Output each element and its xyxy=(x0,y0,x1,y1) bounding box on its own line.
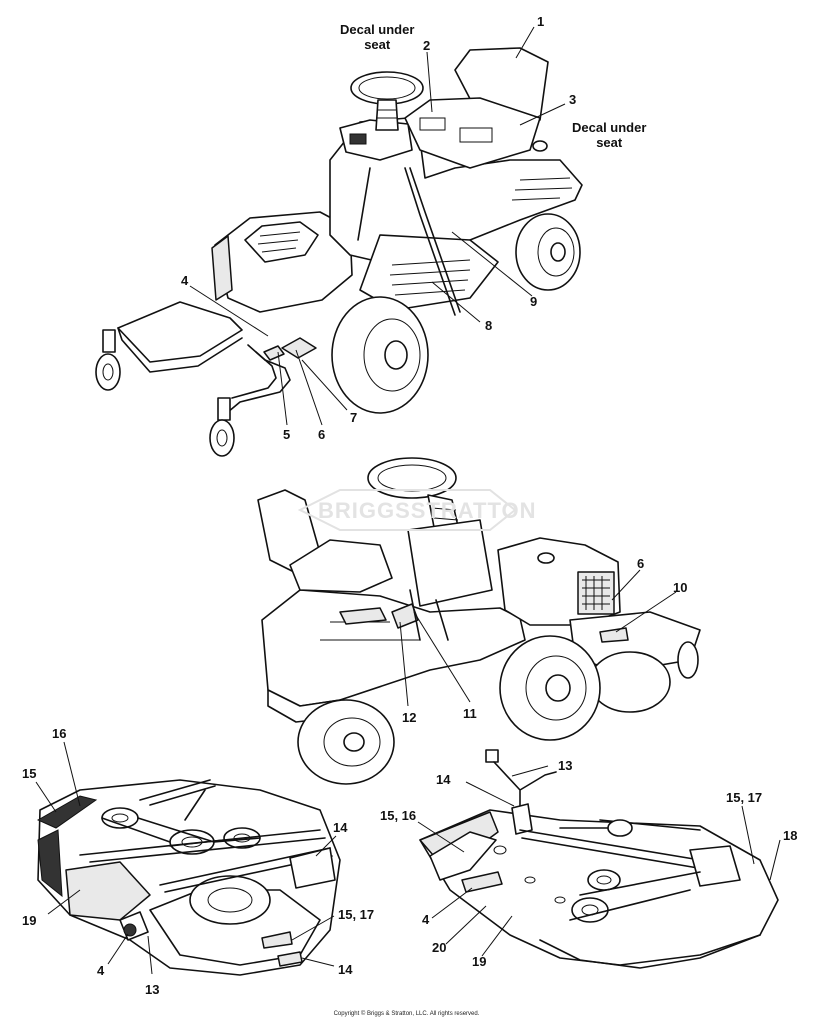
rear-wheel-left xyxy=(331,296,429,414)
caster-front-left xyxy=(95,329,121,391)
mower-deck-right-drawing xyxy=(419,749,779,969)
callout-16-left: 16 xyxy=(52,726,67,741)
callout-20: 20 xyxy=(432,940,447,955)
seat-top xyxy=(404,47,549,169)
callout-5: 5 xyxy=(283,427,291,442)
callout-14-left-top: 14 xyxy=(333,820,348,835)
callout-19-right: 19 xyxy=(472,954,487,969)
callout-decal-under-seat-left: Decal under seat xyxy=(340,22,415,52)
callout-15-17-left: 15, 17 xyxy=(338,907,375,922)
callout-10: 10 xyxy=(673,580,688,595)
callout-1: 1 xyxy=(537,14,545,29)
rear-wheel-right xyxy=(515,213,581,291)
engine-cover-middle xyxy=(497,537,621,626)
callout-18: 18 xyxy=(783,828,798,843)
callout-13-right: 13 xyxy=(558,758,573,773)
engine-hood xyxy=(211,211,353,313)
callout-4-right: 4 xyxy=(422,912,430,927)
rider-mower-middle-drawing xyxy=(257,457,701,785)
callout-8: 8 xyxy=(485,318,493,333)
callout-14-right: 14 xyxy=(436,772,451,787)
callout-4-left: 4 xyxy=(97,963,105,978)
front-wheel-middle xyxy=(499,635,601,741)
steering-wheel-top xyxy=(350,71,424,131)
callout-6-mid: 6 xyxy=(637,556,645,571)
top-leader-lines xyxy=(189,26,566,426)
callout-11: 11 xyxy=(463,706,477,721)
callout-14-left-bottom: 14 xyxy=(338,962,353,977)
deck-left-leader-lines xyxy=(35,741,337,975)
callout-6-top: 6 xyxy=(318,427,326,442)
watermark: BRIGGSSTRATTON xyxy=(318,498,537,523)
callout-15-16-right: 15, 16 xyxy=(380,808,417,823)
callout-19-left: 19 xyxy=(22,913,37,928)
callout-3: 3 xyxy=(569,92,577,107)
callout-15-17-right: 15, 17 xyxy=(726,790,763,805)
seat-middle xyxy=(257,489,393,593)
deck-right-leader-lines xyxy=(417,765,781,957)
callout-decal-under-seat-right: Decal under seat xyxy=(572,120,647,150)
callout-2: 2 xyxy=(423,38,431,53)
callout-7: 7 xyxy=(350,410,358,425)
caster-front-right xyxy=(209,397,235,457)
steering-wheel-middle xyxy=(367,457,493,607)
rider-mower-top-drawing xyxy=(95,47,583,457)
callout-13-left: 13 xyxy=(145,982,160,997)
callout-12: 12 xyxy=(402,710,417,725)
callout-9: 9 xyxy=(530,294,538,309)
middle-leader-lines xyxy=(399,569,677,707)
mower-deck-left-drawing xyxy=(36,779,341,976)
copyright-notice: Copyright © Briggs & Stratton, LLC. All … xyxy=(333,1011,480,1017)
callout-4-top: 4 xyxy=(181,273,189,288)
callout-15-left: 15 xyxy=(22,766,37,781)
rear-wheel-middle xyxy=(297,699,395,785)
